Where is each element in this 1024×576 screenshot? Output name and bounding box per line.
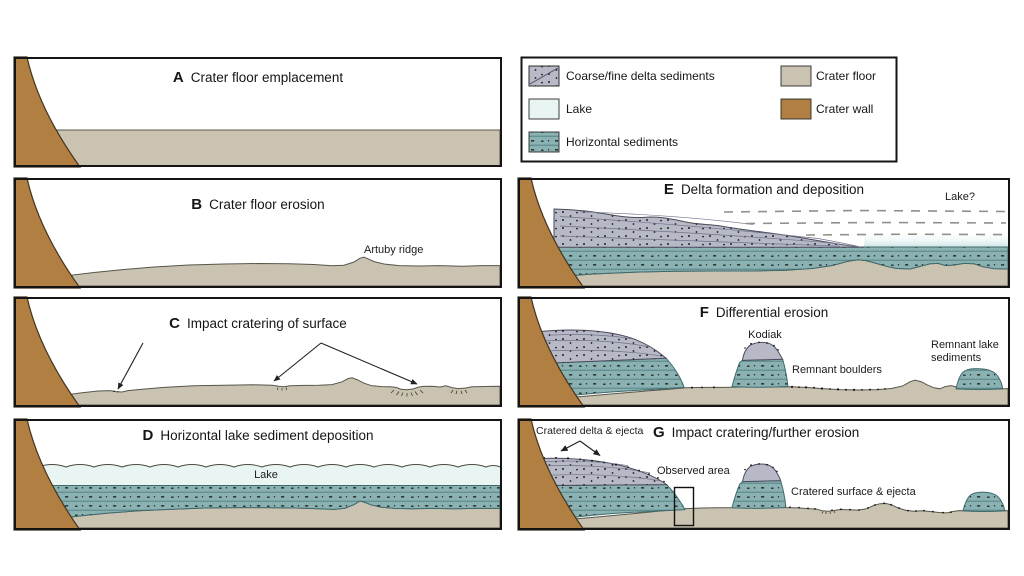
- legend-label-lake: Lake: [566, 102, 593, 116]
- panel-b-crater-floor: [15, 256, 501, 287]
- panel-c-title-text: Impact cratering of surface: [187, 316, 347, 331]
- legend-swatch-horizontal-sediments: [528, 131, 560, 153]
- legend-swatch-crater-floor: [780, 65, 812, 87]
- panel-b-letter: B: [191, 196, 203, 213]
- panel-e-horizontal-sediments: [545, 246, 1009, 280]
- panel-a-letter: A: [172, 69, 184, 86]
- cratered-delta-ejecta-label: Cratered delta & ejecta: [536, 425, 644, 437]
- panel-f-graphics: [517, 296, 1010, 408]
- panel-g-graphics: [517, 418, 1010, 531]
- panel-f-title-text: Differential erosion: [715, 305, 829, 320]
- panel-f-title: F Differential erosion: [518, 305, 1010, 320]
- panel-d-title: D Horizontal lake sediment deposition: [14, 428, 502, 443]
- panel-a-title-text: Crater floor emplacement: [190, 70, 344, 85]
- lake-label: Lake: [254, 469, 278, 481]
- panel-f-kodiak-delta-cap: [741, 341, 784, 361]
- panel-e-border: [518, 178, 1010, 288]
- panel-e-title: E Delta formation and deposition: [518, 182, 1010, 197]
- panel-c-graphics: [13, 296, 502, 408]
- panel-f-letter: F: [699, 304, 709, 321]
- panel-g-cratered-delta-arrows: [560, 440, 601, 456]
- panel-d-graphics: [13, 418, 502, 531]
- panel-f-remnant-lake-sediments-mound: [955, 368, 1004, 390]
- impact-arrow-left: [117, 342, 144, 390]
- panel-g-title-text: Impact cratering/further erosion: [671, 425, 860, 440]
- panel-d-horizontal-sediments: [39, 485, 501, 522]
- panel-f-kodiak-butte: [731, 341, 789, 388]
- panel-g-foreset-beds: [539, 460, 661, 482]
- panel-e-title-text: Delta formation and deposition: [680, 182, 865, 197]
- panel-g-butte-cap-dots: [744, 463, 778, 473]
- panel-b-border: [14, 178, 502, 288]
- panel-e-uncertain-lake-level-dashes: [723, 209, 1007, 236]
- cratered-delta-arrow-right: [579, 440, 601, 456]
- panel-c-crater-floor: [15, 377, 501, 406]
- panel-a-crater-floor: [15, 129, 501, 166]
- panel-g-border: [518, 419, 1010, 530]
- panel-g-remnant-lake-sediments-mound: [962, 491, 1006, 512]
- panel-g-butte-delta-cap: [742, 463, 782, 483]
- panel-f-delta-remnant: [535, 329, 685, 399]
- panel-c-border: [14, 297, 502, 407]
- legend-swatch-crater-wall: [780, 98, 812, 120]
- panel-d-title-text: Horizontal lake sediment deposition: [160, 428, 374, 443]
- impact-arrow-middle: [273, 342, 322, 382]
- panel-d-border: [14, 419, 502, 530]
- panel-f-remnant-boulders-dots: [691, 385, 886, 391]
- lake-question-label: Lake?: [945, 191, 975, 203]
- panel-e-delta-sediments: [553, 208, 865, 248]
- panel-g-surface-ejecta-dots: [789, 502, 952, 514]
- kodiak-label: Kodiak: [748, 329, 782, 341]
- panel-b-title: B Crater floor erosion: [14, 197, 502, 212]
- panel-g-observed-area-rect: [673, 486, 695, 527]
- panel-e-graphics: [517, 177, 1010, 289]
- panel-g-delta-lower-sediments: [535, 484, 686, 522]
- panel-b-title-text: Crater floor erosion: [209, 197, 325, 212]
- impact-arrow-right: [320, 342, 418, 385]
- panel-g-delta-remnant: [533, 456, 686, 522]
- panel-d-lake-water: [38, 464, 501, 486]
- artuby-ridge-label: Artuby ridge: [364, 244, 424, 256]
- cratered-surface-ejecta-label: Cratered surface & ejecta: [791, 486, 916, 498]
- panel-f-border: [518, 297, 1010, 407]
- panel-d-lake-surface-line: [37, 464, 501, 468]
- panel-g-butte-lower-sediments: [731, 480, 787, 509]
- legend-label-delta-sediments: Coarse/fine delta sediments: [566, 69, 715, 83]
- panel-e-lake-water: [864, 231, 1008, 247]
- panel-c-crater-tick-marks: [277, 387, 468, 397]
- legend-swatch-delta-sediments: [528, 65, 560, 87]
- panel-a-border: [14, 57, 502, 167]
- panel-f-foreset-beds: [541, 334, 660, 356]
- legend-graphics: [520, 56, 898, 163]
- panel-e-letter: E: [663, 181, 674, 198]
- panel-a-graphics: [13, 56, 502, 168]
- observed-area-label: Observed area: [657, 465, 730, 477]
- remnant-lake-sediments-label: Remnant lake sediments: [931, 339, 999, 364]
- panel-f-kodiak-lower-sediments: [731, 358, 789, 388]
- panel-g-letter: G: [653, 424, 665, 441]
- panel-d-letter: D: [142, 427, 154, 444]
- panel-g-crater-tick-marks: [821, 510, 836, 514]
- legend-label-crater-floor: Crater floor: [816, 69, 877, 83]
- panel-f-kodiak-cap-dots: [744, 341, 779, 351]
- panel-c-arrows: [117, 342, 418, 390]
- legend-label-horizontal-sediments: Horizontal sediments: [566, 135, 679, 149]
- panel-g-delta-ejecta-dots: [543, 456, 665, 483]
- legend-border: [520, 56, 898, 163]
- legend-swatch-lake: [528, 98, 560, 120]
- panel-g-title: G Impact cratering/further erosion: [653, 425, 859, 440]
- panel-f-delta-lower-sediments: [537, 357, 685, 399]
- panel-c-impact-debris-dots: [113, 390, 119, 393]
- panel-c-title: C Impact cratering of surface: [14, 316, 502, 331]
- panel-g-butte: [731, 463, 787, 509]
- panel-c-letter: C: [169, 315, 180, 332]
- panel-e-foreset-beds: [559, 211, 862, 248]
- panel-a-title: A Crater floor emplacement: [14, 70, 502, 85]
- panel-b-graphics: [13, 177, 502, 289]
- remnant-boulders-label: Remnant boulders: [792, 364, 882, 376]
- cratered-delta-arrow-left: [560, 440, 581, 452]
- legend-label-crater-wall: Crater wall: [816, 102, 874, 116]
